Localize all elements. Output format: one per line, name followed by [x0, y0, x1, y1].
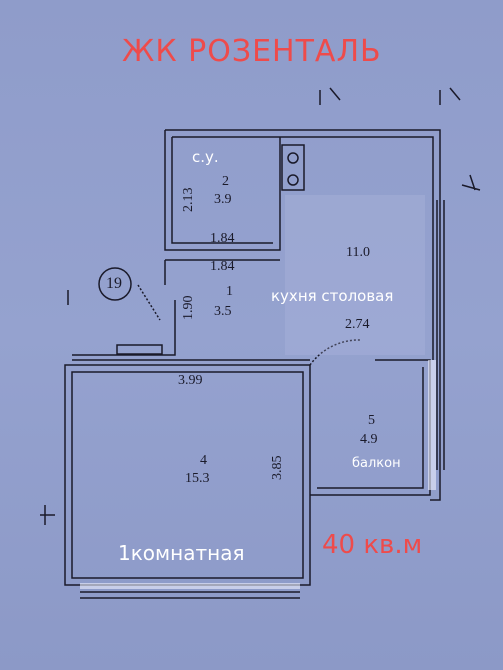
bathroom-height-dim: 2.13 [181, 187, 196, 213]
hall-area: 3.5 [214, 304, 232, 319]
burner [287, 174, 299, 186]
page-title: ЖК РОЗЕНТАЛЬ [122, 34, 382, 69]
window-right [436, 200, 445, 470]
room-area: 15.3 [185, 471, 210, 486]
bathroom-wall [164, 130, 281, 251]
radiator [116, 344, 163, 355]
hall-bottom-wall [72, 300, 176, 356]
balcony-label: балкон [352, 456, 401, 471]
room-wall [64, 364, 311, 586]
total-area: 40 кв.м [322, 530, 423, 560]
balcony-wall-inner [317, 367, 424, 489]
outer-wall [165, 129, 441, 501]
hall-number: 1 [226, 284, 233, 299]
bathroom-label: с.у. [192, 148, 219, 166]
blur-area [285, 195, 425, 355]
apartment-type: 1комнатная [118, 541, 245, 565]
marker-circle [98, 267, 132, 301]
outer-wall-inner [172, 136, 434, 360]
stove [281, 144, 305, 191]
burner [287, 152, 299, 164]
balcony-area: 4.9 [360, 432, 378, 447]
bathroom-width-dim: 1.84 [210, 231, 235, 246]
balcony-number: 5 [368, 413, 375, 428]
room-height-dim: 3.85 [270, 455, 285, 481]
hall-width-dim: 1.84 [210, 259, 235, 274]
kitchen-area: 11.0 [346, 245, 370, 260]
room-width-dim: 3.99 [178, 373, 203, 388]
kitchen-door-dim: 2.74 [345, 317, 370, 332]
bathroom-wall-inner [171, 137, 273, 244]
bathroom-number: 2 [222, 174, 229, 189]
door-arc [137, 284, 361, 366]
hall-height-dim: 1.90 [181, 295, 196, 321]
window [80, 583, 300, 589]
bathroom-area: 3.9 [214, 192, 232, 207]
kitchen-label: кухня столовая [271, 287, 394, 305]
room-wall-inner [71, 371, 304, 579]
marker-label: 19 [106, 275, 122, 292]
wall-tick [40, 87, 481, 525]
window-bottom [80, 591, 300, 599]
room-number: 4 [200, 453, 207, 468]
window [428, 360, 436, 490]
